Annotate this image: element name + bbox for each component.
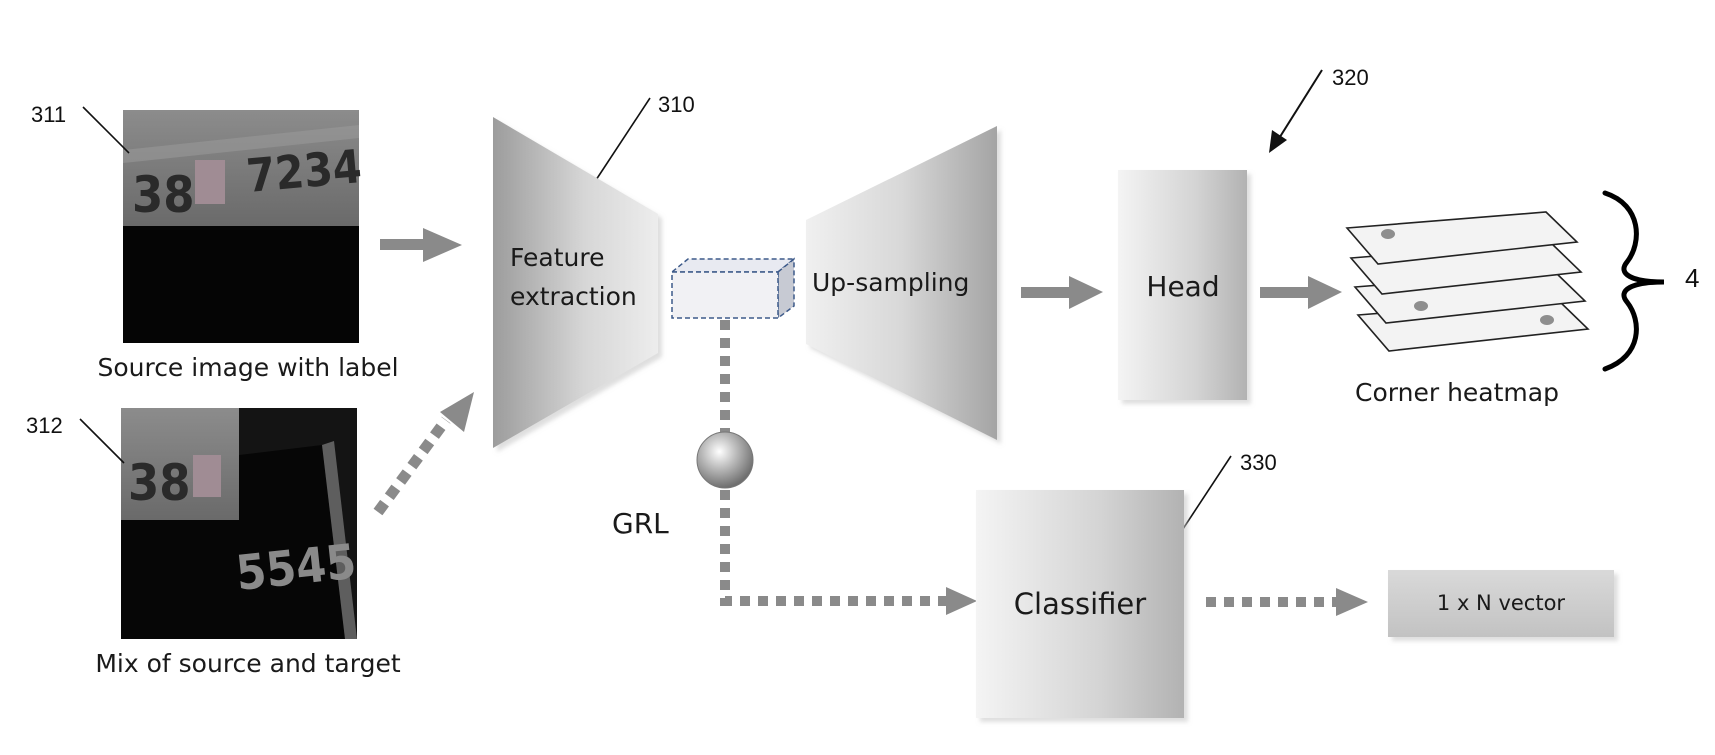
upsampling-block: [806, 126, 997, 440]
mix-image: 38 5545: [121, 408, 359, 639]
feature-extraction-label-2: extraction: [510, 282, 637, 311]
pointer-320-head: [1269, 130, 1287, 153]
feature-extraction-label-1: Feature: [510, 243, 604, 272]
source-image-caption: Source image with label: [97, 353, 398, 382]
head-block: [1118, 170, 1247, 400]
grl-label: GRL: [612, 507, 669, 540]
arrow-upsampling-to-head: [1021, 276, 1103, 309]
pointer-320: [1277, 69, 1323, 141]
ref-320: 320: [1332, 65, 1369, 90]
grl-node: [696, 431, 754, 489]
corner-point: [1414, 301, 1428, 311]
mix-masked-region: [193, 455, 221, 497]
leader-330: [1176, 455, 1232, 539]
classifier-block: [976, 490, 1184, 718]
dotted-line-grl-to-classifier: [720, 490, 950, 606]
brace: [1602, 190, 1665, 372]
masked-region: [195, 160, 225, 204]
leader-312: [79, 418, 125, 464]
output-vector-label: 1 x N vector: [1437, 591, 1565, 615]
feature-extraction-block: [493, 117, 658, 448]
ref-4: 4: [1685, 263, 1699, 293]
arrow-mix-to-encoder: [373, 392, 474, 516]
source-image: 38 7234: [123, 110, 364, 343]
output-vector-block: [1388, 570, 1614, 637]
corner-point: [1381, 229, 1395, 239]
arrow-source-to-encoder: [380, 228, 462, 262]
arrow-head-to-heatmap: [1260, 276, 1342, 309]
head-label: Head: [1146, 270, 1219, 303]
plate-digits-right: 7234: [244, 139, 363, 203]
leader-310: [595, 97, 651, 181]
heatmap-caption: Corner heatmap: [1355, 378, 1559, 407]
ref-330: 330: [1240, 450, 1277, 475]
heatmap-layer-1: [1345, 211, 1579, 265]
mix-image-caption: Mix of source and target: [95, 649, 400, 678]
mix-plate-digits: 38: [128, 454, 191, 512]
arrowhead-to-vector: [1336, 588, 1368, 616]
classifier-label: Classifier: [1014, 587, 1146, 621]
upsampling-label: Up-sampling: [812, 268, 969, 297]
arrowhead-to-classifier: [946, 587, 977, 615]
corner-heatmap-stack: [1345, 211, 1590, 352]
ref-312: 312: [26, 413, 63, 438]
target-plate-digits: 5545: [233, 534, 358, 602]
ref-311: 311: [31, 102, 66, 127]
leader-311: [82, 106, 130, 154]
ref-310: 310: [658, 92, 695, 117]
corner-point: [1540, 315, 1554, 325]
feature-map-box: [669, 257, 797, 320]
plate-digits-left: 38: [132, 166, 195, 224]
